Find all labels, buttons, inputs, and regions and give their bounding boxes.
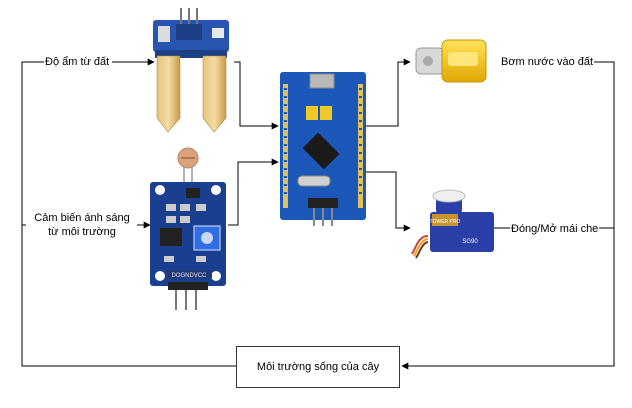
soil-to-mcu-arrow <box>234 62 278 126</box>
servo-brand-label: TOWER PRO <box>430 219 461 225</box>
environment-label: Môi trường sống của cây <box>257 361 379 373</box>
light-sensor-label-line2: từ môi trường <box>27 225 137 239</box>
light-sensor-label-line1: Cảm biến ánh sáng <box>27 211 137 225</box>
servo-model-label: SG90 <box>462 239 478 245</box>
light-sensor-module-image: DOGNDVCC <box>150 148 226 310</box>
environment-box: Môi trường sống của cây <box>236 346 400 388</box>
soil-moisture-sensor-image <box>153 8 229 132</box>
soil-moisture-label: Độ ẩm từ đất <box>44 55 110 69</box>
microcontroller-board-image <box>280 72 366 226</box>
servo-label: Đóng/Mở mái che <box>510 222 599 236</box>
light-module-pin-label: DOGNDVCC <box>171 273 207 279</box>
servo-motor-image: TOWER PRO SG90 <box>412 190 494 258</box>
mcu-to-pump-arrow <box>366 62 410 126</box>
mcu-to-servo-arrow <box>366 172 410 228</box>
light-to-mcu-arrow <box>228 162 278 225</box>
water-pump-image <box>416 40 486 82</box>
water-pump-label: Bơm nước vào đất <box>500 55 594 69</box>
light-sensor-label: Cảm biến ánh sáng từ môi trường <box>26 211 138 239</box>
